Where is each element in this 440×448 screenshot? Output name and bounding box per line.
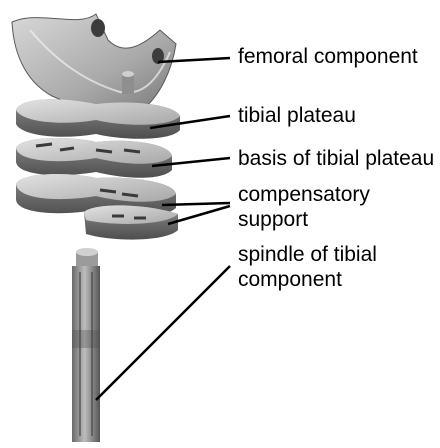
- label-spindle: spindle of tibial component: [238, 242, 377, 292]
- tibial-plateau-basis: [16, 138, 172, 178]
- label-compensatory-line1: compensatory: [238, 182, 370, 207]
- compensatory-support-lower: [84, 205, 178, 239]
- tibial-plateau: [16, 99, 180, 139]
- label-tibial-plateau: tibial plateau: [238, 103, 356, 128]
- leader-spindle: [96, 266, 230, 400]
- label-compensatory-line2: support: [238, 207, 370, 232]
- label-compensatory-support: compensatory support: [238, 182, 370, 232]
- femoral-component: [12, 14, 176, 113]
- label-femoral-component: femoral component: [238, 44, 418, 69]
- label-basis-tibial-plateau: basis of tibial plateau: [238, 146, 434, 171]
- label-spindle-line2: component: [238, 267, 377, 292]
- tibial-spindle: [72, 248, 100, 442]
- label-spindle-line1: spindle of tibial: [238, 242, 377, 267]
